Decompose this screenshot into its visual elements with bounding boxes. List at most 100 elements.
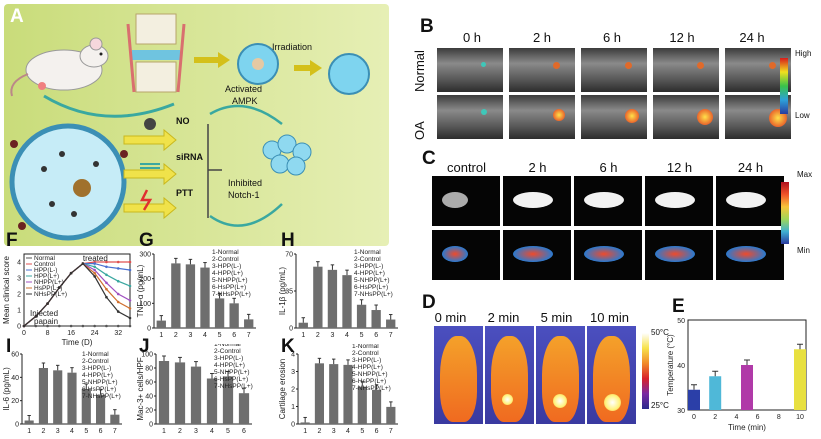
xray-image <box>581 95 647 139</box>
label-no: NO <box>176 116 190 126</box>
signal-blob <box>513 246 553 262</box>
y-tick-label: 0 <box>291 422 295 429</box>
data-point <box>116 324 120 328</box>
y-tick-label: 4 <box>17 260 21 267</box>
data-point <box>105 295 108 299</box>
data-point <box>116 300 120 304</box>
y-tick-label: 1 <box>291 404 295 411</box>
data-point <box>128 299 132 302</box>
x-tick-label: 5 <box>360 428 364 435</box>
x-tick-label: 6 <box>232 332 236 339</box>
legend-entry: 6-HsPP(L+) <box>352 378 386 385</box>
y-axis-label: Temperature (°C) <box>666 334 675 396</box>
data-point <box>128 316 132 320</box>
data-point <box>58 324 61 328</box>
fluorescence-spot <box>481 62 486 67</box>
scale-min-label: Min <box>797 246 810 255</box>
bar <box>214 298 225 328</box>
hotspot <box>502 394 513 405</box>
legend-entry: 5-NHPP(L+) <box>82 379 118 386</box>
c-time-label-4: 24 h <box>737 160 764 175</box>
x-tick-label: 2 <box>316 332 320 339</box>
x-tick-label: 7 <box>113 428 117 435</box>
x-tick-label: 1 <box>303 428 307 435</box>
data-point <box>116 310 120 313</box>
mouse-thermal <box>542 336 579 422</box>
y-tick-label: 80 <box>145 366 153 373</box>
y-tick-label: 20 <box>11 398 19 405</box>
x-tick-label: 7 <box>389 332 393 339</box>
data-point <box>81 324 85 328</box>
data-point <box>81 262 85 265</box>
bar <box>709 376 722 410</box>
data-point <box>93 262 96 265</box>
legend-entry: 5-NHPP(L+) <box>212 277 248 284</box>
data-point <box>105 287 108 291</box>
legend-entry: HsPP(L+) <box>34 285 62 292</box>
y-tick-label: 40 <box>11 375 19 382</box>
legend-entry: 6-HsPP(L+) <box>82 386 116 393</box>
x-tick-label: 8 <box>777 414 781 421</box>
y-axis-label: IL-6 (pg/mL) <box>2 367 11 411</box>
panel-e-label: E <box>672 296 685 317</box>
data-point <box>105 260 108 264</box>
y-axis-label: TNF-α (pg/mL) <box>136 264 145 317</box>
d-time-label-3: 10 min <box>589 310 630 325</box>
bar <box>238 393 250 424</box>
x-tick-label: 2 <box>317 428 321 435</box>
scale-low-label: Low <box>795 111 810 120</box>
data-point <box>46 324 49 328</box>
y-tick-label: 0 <box>147 326 151 333</box>
signal-blob <box>655 192 695 208</box>
fluorescence-spot <box>481 109 487 115</box>
y-tick-label: 2 <box>291 387 295 394</box>
bar <box>688 389 700 410</box>
legend-entry: 1-Normal <box>354 249 381 256</box>
fluorescence-image <box>432 176 500 226</box>
mouse-thermal <box>440 336 477 422</box>
colorbar-high-low <box>780 58 788 114</box>
colorbar-max-min <box>781 182 789 244</box>
x-tick-label: 0 <box>22 330 26 337</box>
legend-entry: 4-HPP(L+) <box>214 362 245 369</box>
legend-entry: Normal <box>34 255 56 262</box>
y-tick-label: 0 <box>17 324 21 331</box>
x-tick-label: 1 <box>159 332 163 339</box>
label-notch: Notch-1 <box>228 190 260 200</box>
bar <box>313 266 323 328</box>
bar <box>794 349 806 410</box>
legend-entry: 3-HPP(L-) <box>212 263 241 270</box>
data-point <box>128 324 132 328</box>
fluorescence-image <box>574 176 642 226</box>
bar <box>386 319 396 328</box>
fluorescence-image <box>432 230 500 280</box>
b-time-label-2: 6 h <box>602 30 622 45</box>
data-point <box>116 260 120 264</box>
fluorescence-image <box>645 176 713 226</box>
x-tick-label: 3 <box>194 428 198 435</box>
data-point <box>34 315 38 318</box>
panel-g-label: G <box>139 230 154 251</box>
legend-entry: 5-NHPP(L+) <box>352 371 388 378</box>
fluorescence-image <box>503 230 571 280</box>
bar <box>190 366 202 424</box>
bar <box>200 267 210 328</box>
y-tick-label: 40 <box>677 363 685 370</box>
bar <box>38 368 48 424</box>
no-molecule-icon <box>144 118 156 130</box>
legend-entry: 2-Control <box>354 256 381 263</box>
liposome-illustration <box>9 123 128 241</box>
bar <box>67 372 77 424</box>
y-tick-label: 50 <box>677 318 685 325</box>
data-point <box>93 324 96 328</box>
x-tick-label: 2 <box>41 428 45 435</box>
thermal-image <box>485 326 534 424</box>
series-line <box>23 262 131 327</box>
signal-blob <box>513 192 553 208</box>
legend-entry: 2-Control <box>82 358 109 365</box>
bar <box>158 361 170 424</box>
